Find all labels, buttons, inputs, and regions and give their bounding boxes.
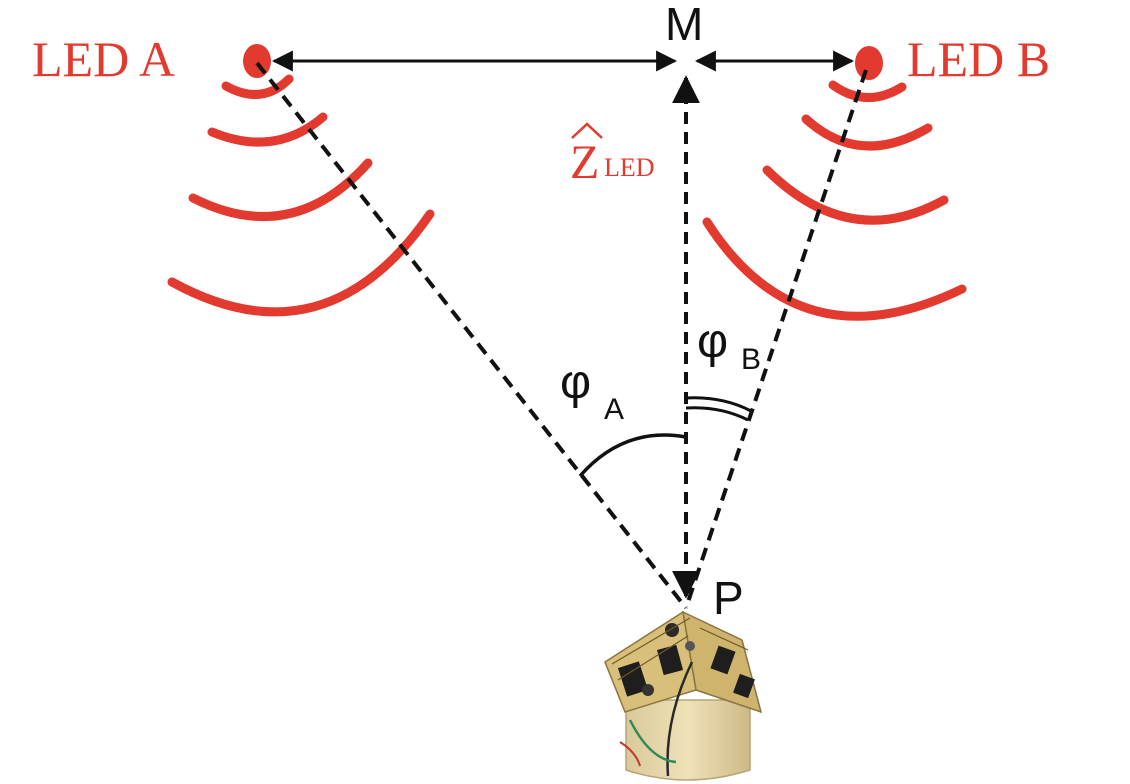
- angle-arc-phi-b: [685, 396, 752, 422]
- z-led-label: Z LED: [570, 122, 655, 189]
- line-led-b-to-p: [684, 69, 868, 609]
- phi-b-label: φ B: [697, 315, 761, 376]
- led-b-waves: [702, 80, 967, 321]
- midpoint-label: M: [665, 0, 703, 50]
- phi-a-symbol: φ: [560, 356, 591, 409]
- led-b-label: LED B: [907, 31, 1050, 87]
- sensor-board-device-icon: [604, 610, 763, 781]
- hat-accent: [571, 122, 603, 139]
- phi-b-symbol: φ: [697, 315, 728, 368]
- z-main: Z: [570, 136, 599, 189]
- phi-b-subscript: B: [741, 343, 761, 376]
- angle-arc-phi-a: [578, 433, 687, 478]
- led-a-waves: [167, 74, 435, 317]
- led-a-dot: [243, 44, 271, 78]
- phi-a-subscript: A: [604, 393, 624, 426]
- phi-a-label: φ A: [560, 356, 624, 426]
- sight-lines: [255, 61, 868, 610]
- led-a-label: LED A: [32, 31, 175, 87]
- z-subscript: LED: [604, 153, 655, 182]
- led-b-dot: [855, 46, 883, 80]
- line-led-a-to-p: [255, 61, 688, 610]
- point-p-label: P: [713, 572, 744, 624]
